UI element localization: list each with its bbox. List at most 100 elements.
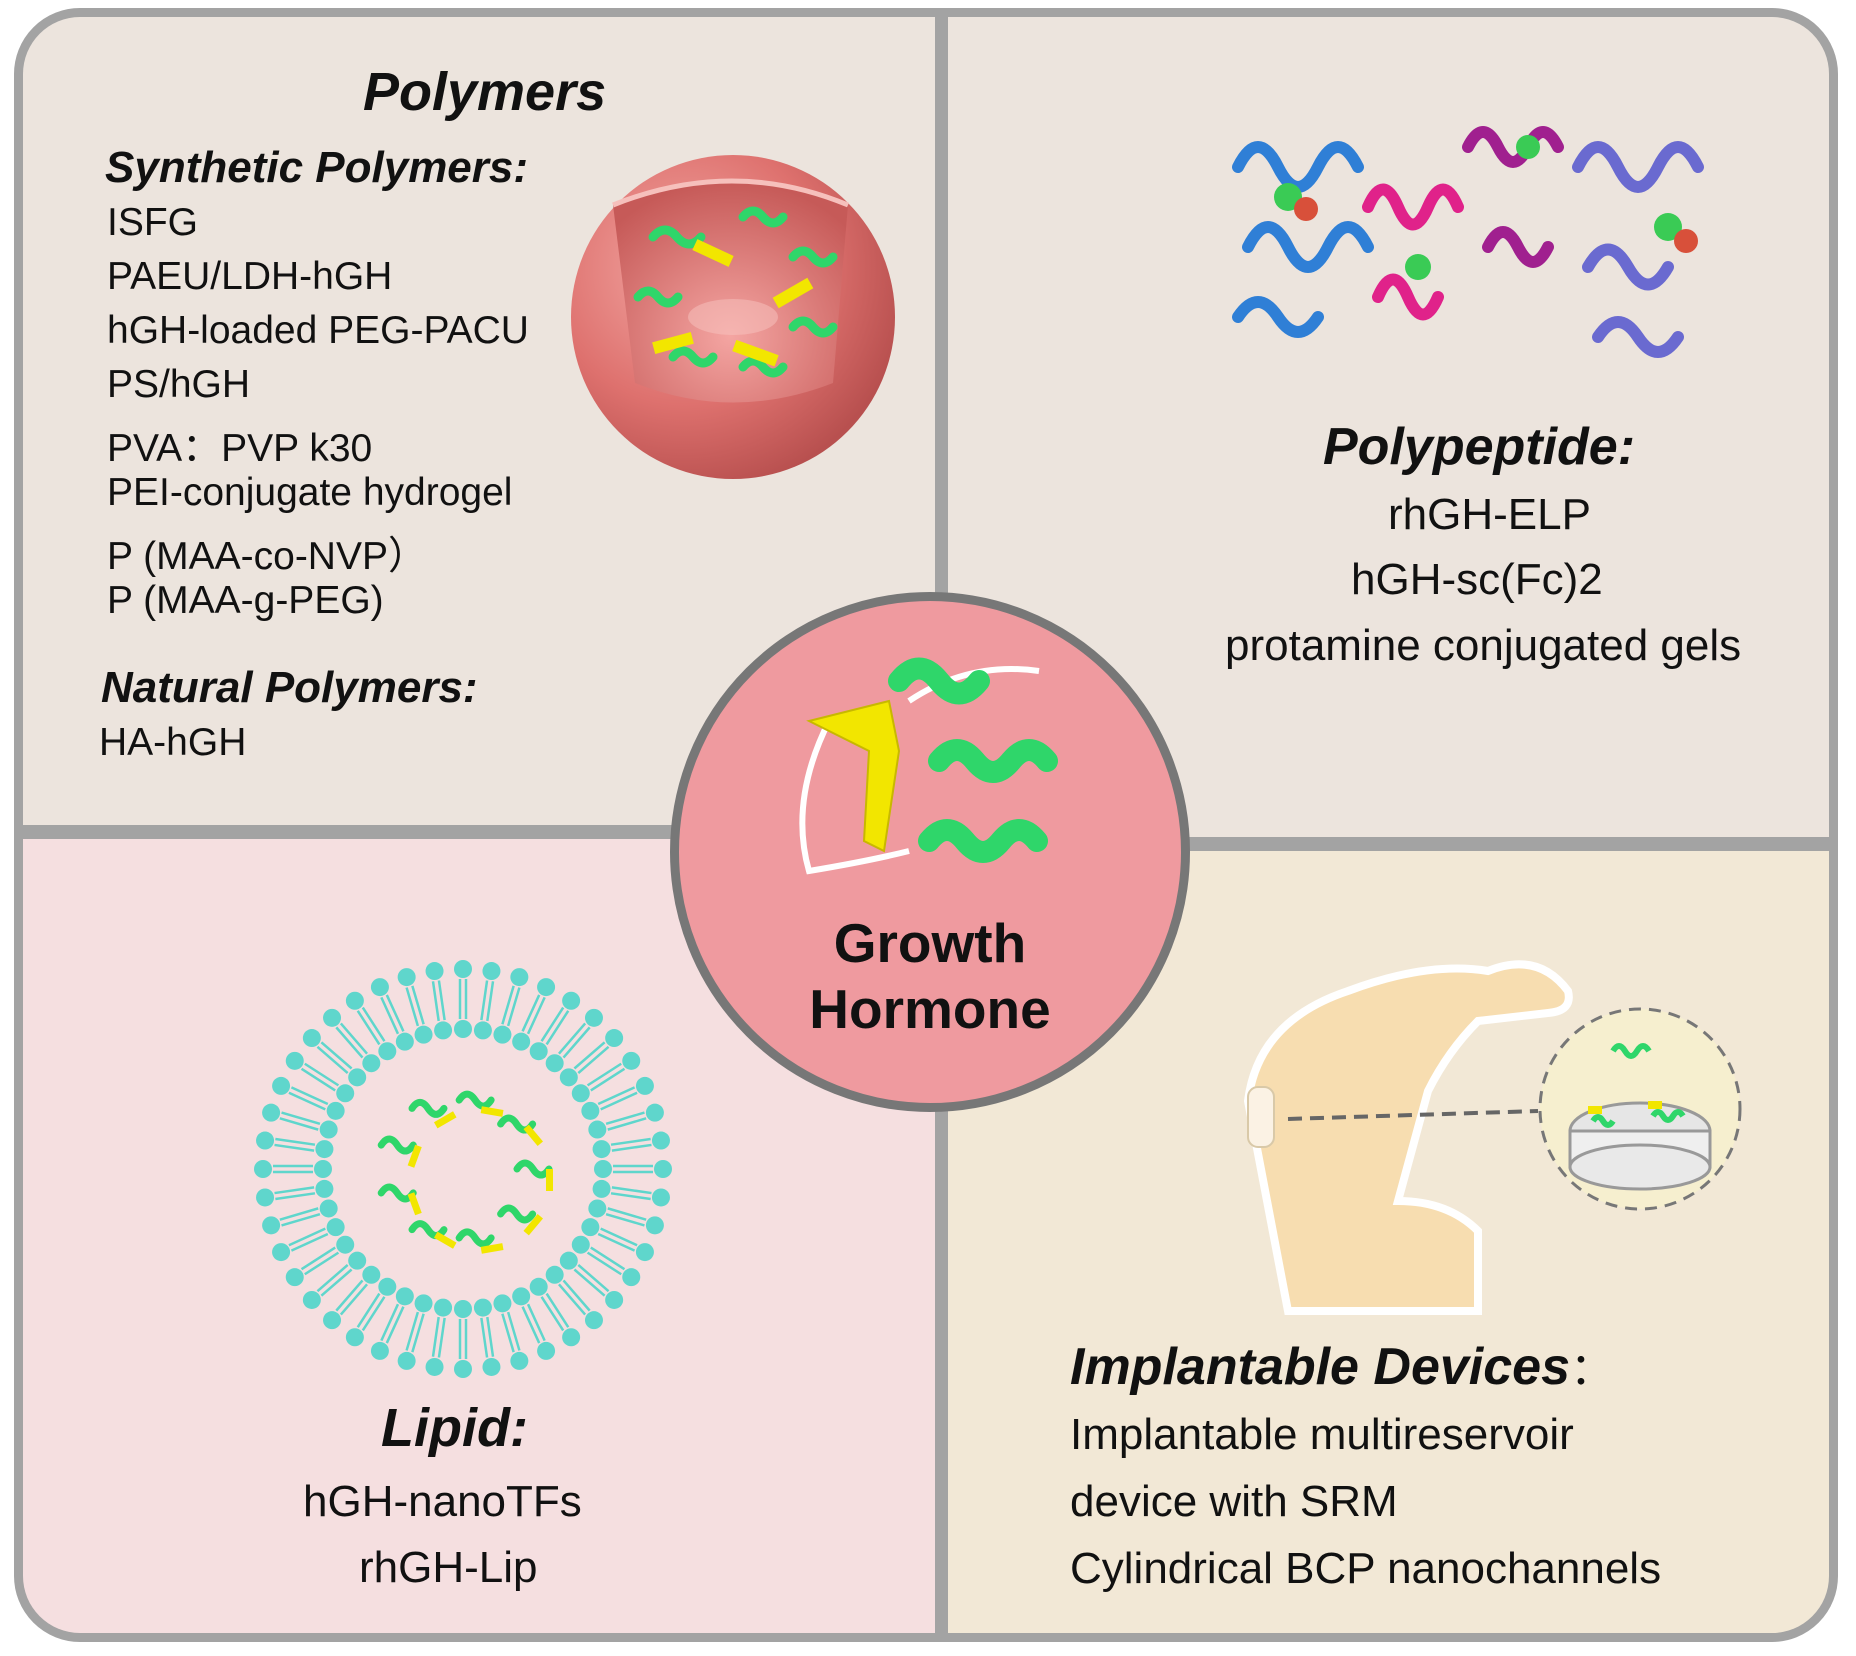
lipid-tail xyxy=(600,1227,638,1247)
lipid-head xyxy=(378,1277,397,1296)
lipid-head xyxy=(362,1054,381,1073)
protein-helix xyxy=(377,1135,417,1155)
lipid-tail xyxy=(480,980,489,1021)
lipid-head xyxy=(645,1103,664,1122)
lipid-head xyxy=(654,1160,672,1178)
lipid-tail xyxy=(304,1251,340,1276)
lipid-tail xyxy=(304,1062,340,1087)
lipid-head xyxy=(323,1311,342,1330)
lipid-head xyxy=(592,1179,611,1198)
polypeptide-item: protamine conjugated gels xyxy=(1225,621,1742,670)
lipid-tail xyxy=(437,980,446,1021)
lipid-tail xyxy=(380,1303,400,1342)
lipid-head xyxy=(395,1287,414,1306)
lipid-head xyxy=(454,1020,472,1038)
lipid-tail xyxy=(573,1041,606,1070)
protein-strand xyxy=(523,1213,543,1236)
implantable-title: Implantable Devices： xyxy=(1070,1333,1614,1397)
lipid-tail xyxy=(607,1207,647,1221)
lipid-head xyxy=(605,1290,624,1309)
lipid-tail xyxy=(361,1296,386,1332)
lipid-head xyxy=(302,1290,321,1309)
implantable-item: device with SRM xyxy=(1070,1477,1398,1526)
lipid-head xyxy=(272,1076,291,1095)
lipid-tail xyxy=(431,981,440,1022)
lipid-tail xyxy=(573,1268,606,1297)
lipid-tail xyxy=(405,1311,420,1351)
center-title-line1: Growth xyxy=(833,912,1027,974)
lipid-tail xyxy=(586,1062,622,1087)
lipid-head xyxy=(395,1032,414,1051)
lipid-tail xyxy=(577,1264,610,1293)
lipid-tail xyxy=(506,987,521,1027)
lipid-tail xyxy=(526,1303,546,1342)
lipid-tail xyxy=(610,1192,651,1201)
implantable-item: Implantable multireservoir xyxy=(1070,1410,1574,1459)
lipid-tail xyxy=(605,1111,645,1126)
lipid-head xyxy=(512,1032,531,1051)
liposome-icon xyxy=(254,960,672,1378)
lipid-head xyxy=(454,960,472,978)
lipid-head xyxy=(635,1076,654,1095)
lipid-tail xyxy=(279,1207,319,1221)
polypeptide-item: rhGH-ELP xyxy=(1388,490,1591,539)
lipid-tail xyxy=(300,1246,336,1271)
lipid-head xyxy=(378,1042,397,1061)
natural-polymers-title: Natural Polymers: xyxy=(101,663,478,712)
protein-strand xyxy=(407,1144,422,1168)
lipid-head xyxy=(584,1008,603,1027)
implantable-title-colon: ： xyxy=(1570,1345,1614,1394)
lipid-tail xyxy=(281,1212,321,1227)
lipid-tail xyxy=(600,1091,638,1111)
synthetic-item: PS/hGH xyxy=(107,363,251,406)
protein-helix xyxy=(497,1204,537,1224)
lipid-tail xyxy=(558,1022,587,1055)
lipid-head xyxy=(622,1268,641,1287)
lipid-head xyxy=(425,962,444,981)
lipid-head xyxy=(326,1218,345,1237)
protein-strand xyxy=(407,1192,422,1216)
hollow-sphere-carrier-icon xyxy=(571,155,895,479)
lipid-head xyxy=(323,1008,342,1027)
lipid-head xyxy=(336,1084,355,1103)
synthetic-item: ISFG xyxy=(107,201,199,244)
lipid-tail xyxy=(486,1316,495,1357)
synthetic-polymers-title: Synthetic Polymers: xyxy=(105,143,529,192)
protein-strand xyxy=(546,1169,553,1191)
lipid-tail xyxy=(590,1246,626,1271)
lipid-head xyxy=(588,1199,607,1218)
flexed-arm-implant-icon xyxy=(1243,960,1742,1315)
lipid-tail xyxy=(335,1026,364,1059)
lipid-tail xyxy=(300,1067,336,1092)
lipid-head xyxy=(529,1042,548,1061)
lipid-tail xyxy=(545,1292,570,1328)
lipid-head xyxy=(314,1160,332,1178)
lipid-head xyxy=(302,1029,321,1048)
polymers-title: Polymers xyxy=(363,62,607,122)
lipid-head xyxy=(622,1051,641,1070)
lipid-head xyxy=(537,978,556,997)
protein-complex-icon xyxy=(1232,126,1704,358)
lipid-head xyxy=(414,1025,433,1044)
lipid-tail xyxy=(540,1296,565,1332)
lipid-head xyxy=(256,1131,275,1150)
lipid-head xyxy=(559,1068,578,1087)
lipid-tail xyxy=(431,1316,440,1357)
lipid-tail xyxy=(501,1313,515,1353)
lipid-item: hGH-nanoTFs xyxy=(303,1477,582,1526)
lipid-tail xyxy=(335,1279,364,1312)
protein-strand xyxy=(480,1243,504,1254)
figure-frame: Polymers Synthetic Polymers: ISFG PAEU/L… xyxy=(14,8,1838,1642)
lipid-tail xyxy=(316,1045,349,1074)
lipid-head xyxy=(510,968,529,987)
polypeptide-title: Polypeptide: xyxy=(1323,418,1636,476)
lipid-tail xyxy=(274,1143,315,1152)
lipid-head xyxy=(454,1300,472,1318)
lipid-head xyxy=(537,1341,556,1360)
lipid-head xyxy=(562,1328,581,1347)
lipid-head xyxy=(545,1265,564,1284)
lipid-tail xyxy=(558,1283,587,1316)
lipid-head xyxy=(482,962,501,981)
lipid-tail xyxy=(611,1186,652,1195)
lipid-tail xyxy=(526,996,546,1035)
